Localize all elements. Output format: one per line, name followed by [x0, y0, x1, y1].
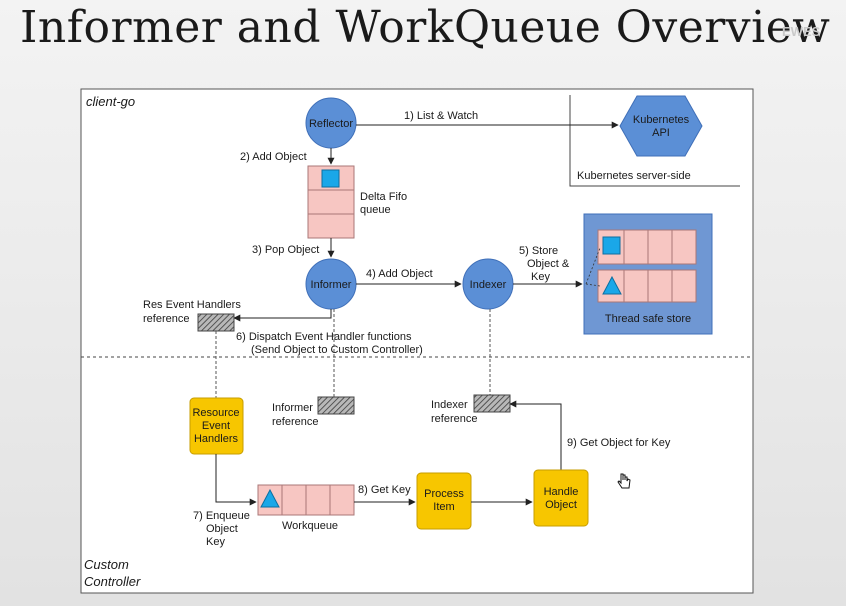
indexer-label: Indexer [470, 279, 507, 291]
step-7-label-2: Object [206, 523, 238, 535]
informer-ref-label-1: Informer [272, 402, 313, 414]
step-6-label-1: 6) Dispatch Event Handler functions [236, 331, 412, 343]
step-1-label: 1) List & Watch [404, 110, 478, 122]
res-event-handlers-ref-block [197, 313, 235, 332]
stored-object-square [602, 236, 621, 255]
indexer-ref-label-1: Indexer [431, 399, 468, 411]
arrow-get-object [509, 400, 562, 470]
workqueue-label: Workqueue [282, 520, 338, 532]
hand-cursor-icon [617, 473, 631, 489]
step-5-label-3: Key [531, 271, 550, 283]
step-9-label: 9) Get Object for Key [567, 437, 671, 449]
process-item-label-1: Process [424, 488, 464, 500]
stored-object-triangle [602, 275, 622, 295]
handle-object-label-2: Object [545, 499, 577, 511]
step-5-label-1: 5) Store [519, 245, 558, 257]
arrow-enqueue [215, 454, 257, 506]
page-title: Informer and WorkQueue Overview [20, 2, 831, 53]
handle-object-node [533, 469, 589, 527]
custom-controller-label-2: Controller [84, 574, 141, 589]
res-event-handlers-ref-label-1: Res Event Handlers [143, 299, 241, 311]
indexer-ref-block [473, 394, 511, 413]
step-2-label: 2) Add Object [240, 151, 307, 163]
queued-key-triangle [260, 488, 280, 508]
reflector-label: Reflector [309, 118, 353, 130]
thread-safe-store-label: Thread safe store [605, 313, 691, 325]
resource-event-handlers-label-1: Resource [192, 407, 239, 419]
step-7-label-3: Key [206, 536, 225, 548]
kubernetes-api-label-2: API [652, 127, 670, 139]
thread-safe-store [583, 213, 713, 335]
watermark: EWES [782, 24, 821, 39]
step-6-label-2: (Send Object to Custom Controller) [251, 344, 423, 356]
res-event-handlers-ref-label-2: reference [143, 313, 189, 325]
kubernetes-api-node [619, 95, 703, 157]
resource-event-handlers-label-2: Event [202, 420, 230, 432]
resource-event-handlers-label-3: Handlers [194, 433, 239, 445]
step-4-label: 4) Add Object [366, 268, 433, 280]
delta-fifo-label-2: queue [360, 204, 391, 216]
client-go-label: client-go [86, 94, 135, 109]
step-8-label: 8) Get Key [358, 484, 411, 496]
process-item-node [416, 472, 472, 530]
arrow-dispatch [233, 309, 332, 322]
step-3-label: 3) Pop Object [252, 244, 319, 256]
kubernetes-api-label-1: Kubernetes [633, 114, 690, 126]
server-side-label: Kubernetes server-side [577, 170, 691, 182]
delta-fifo-label-1: Delta Fifo [360, 191, 407, 203]
queued-object-square [321, 169, 340, 188]
delta-fifo-queue [307, 165, 355, 239]
custom-controller-label-1: Custom [84, 557, 129, 572]
step-7-label-1: 7) Enqueue [193, 510, 250, 522]
process-item-label-2: Item [433, 501, 454, 513]
informer-ref-label-2: reference [272, 416, 318, 428]
indexer-ref-label-2: reference [431, 413, 477, 425]
step-5-label-2: Object & [527, 258, 570, 270]
informer-ref-block [317, 396, 355, 415]
informer-label: Informer [311, 279, 352, 291]
workqueue [257, 484, 355, 516]
handle-object-label-1: Handle [544, 486, 579, 498]
